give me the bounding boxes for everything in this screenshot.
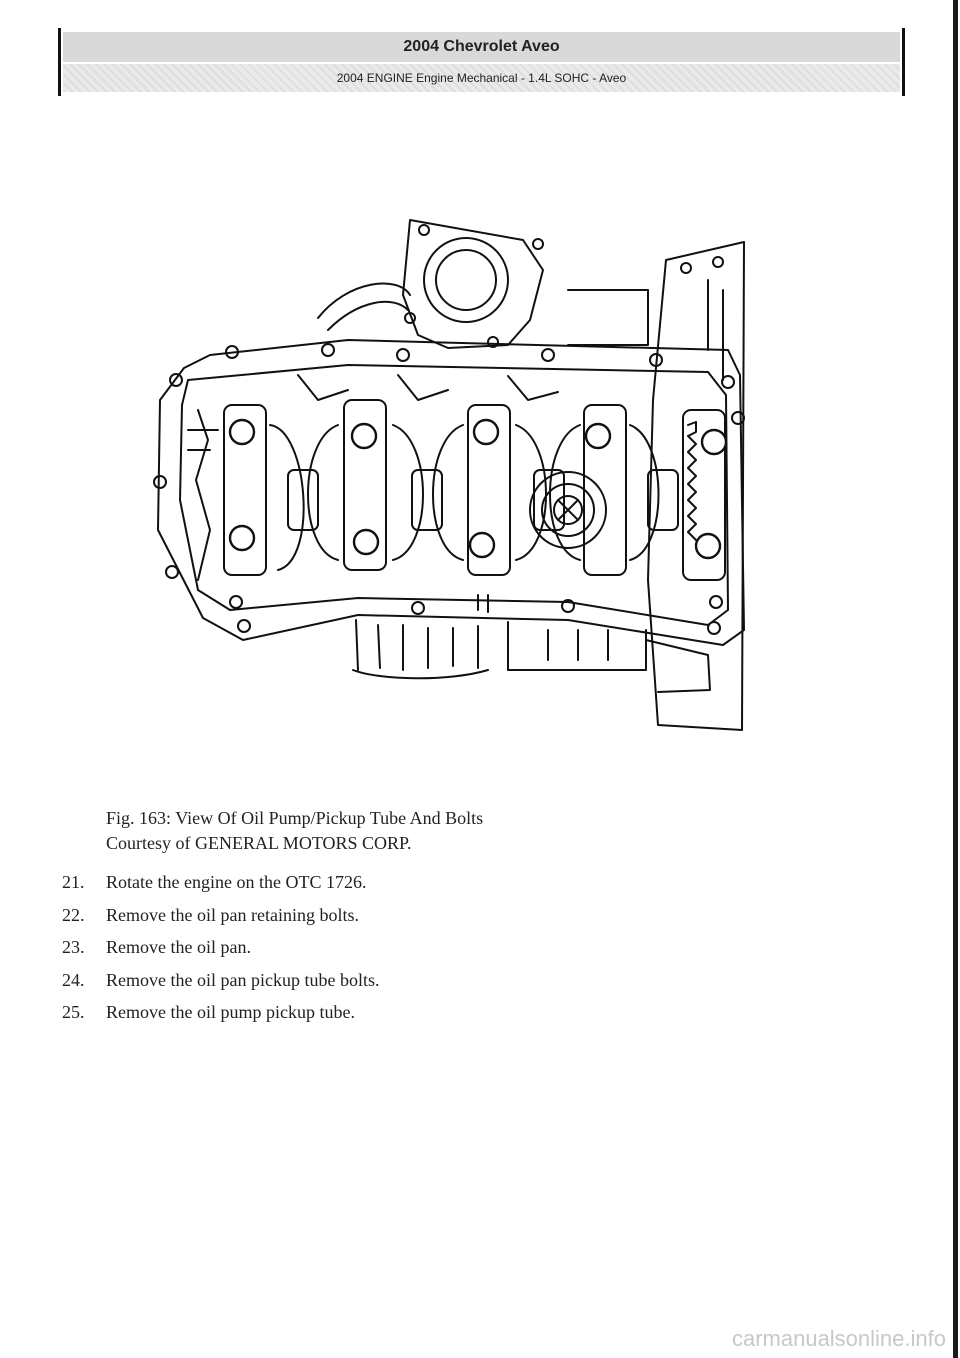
caption-title: Fig. 163: View Of Oil Pump/Pickup Tube A… xyxy=(106,808,484,828)
step-number: 25. xyxy=(62,1002,85,1022)
step-text: Rotate the engine on the OTC 1726. xyxy=(106,872,367,892)
procedure-step: 24. Remove the oil pan pickup tube bolts… xyxy=(62,970,379,1003)
step-number: 22. xyxy=(62,904,85,925)
step-text: Remove the oil pan. xyxy=(106,937,251,957)
header-title: 2004 Chevrolet Aveo xyxy=(63,32,900,62)
procedure-steps: 21. Rotate the engine on the OTC 1726. 2… xyxy=(62,872,379,1035)
document-header: 2004 Chevrolet Aveo 2004 ENGINE Engine M… xyxy=(58,28,905,96)
step-number: 23. xyxy=(62,937,85,957)
header-right-rule xyxy=(902,28,905,96)
engine-underside-illustration xyxy=(153,219,745,731)
procedure-step: 21. Rotate the engine on the OTC 1726. xyxy=(62,872,379,905)
header-subtitle: 2004 ENGINE Engine Mechanical - 1.4L SOH… xyxy=(63,64,900,92)
step-text: Remove the oil pan pickup tube bolts. xyxy=(106,969,380,990)
procedure-step: 25. Remove the oil pump pickup tube. xyxy=(62,1002,379,1035)
step-number: 24. xyxy=(62,969,85,990)
site-watermark: carmanualsonline.info xyxy=(731,1326,946,1351)
header-left-rule xyxy=(58,28,61,96)
procedure-step: 23. Remove the oil pan. xyxy=(62,937,379,970)
step-text: Remove the oil pump pickup tube. xyxy=(106,1002,355,1022)
figure-caption: Fig. 163: View Of Oil Pump/Pickup Tube A… xyxy=(106,806,483,856)
page-edge-bar xyxy=(953,0,958,1358)
procedure-step: 22. Remove the oil pan retaining bolts. xyxy=(62,905,379,938)
step-number: 21. xyxy=(62,872,85,892)
caption-credit: Courtesy of GENERAL MOTORS CORP. xyxy=(106,833,412,853)
step-text: Remove the oil pan retaining bolts. xyxy=(106,904,359,925)
